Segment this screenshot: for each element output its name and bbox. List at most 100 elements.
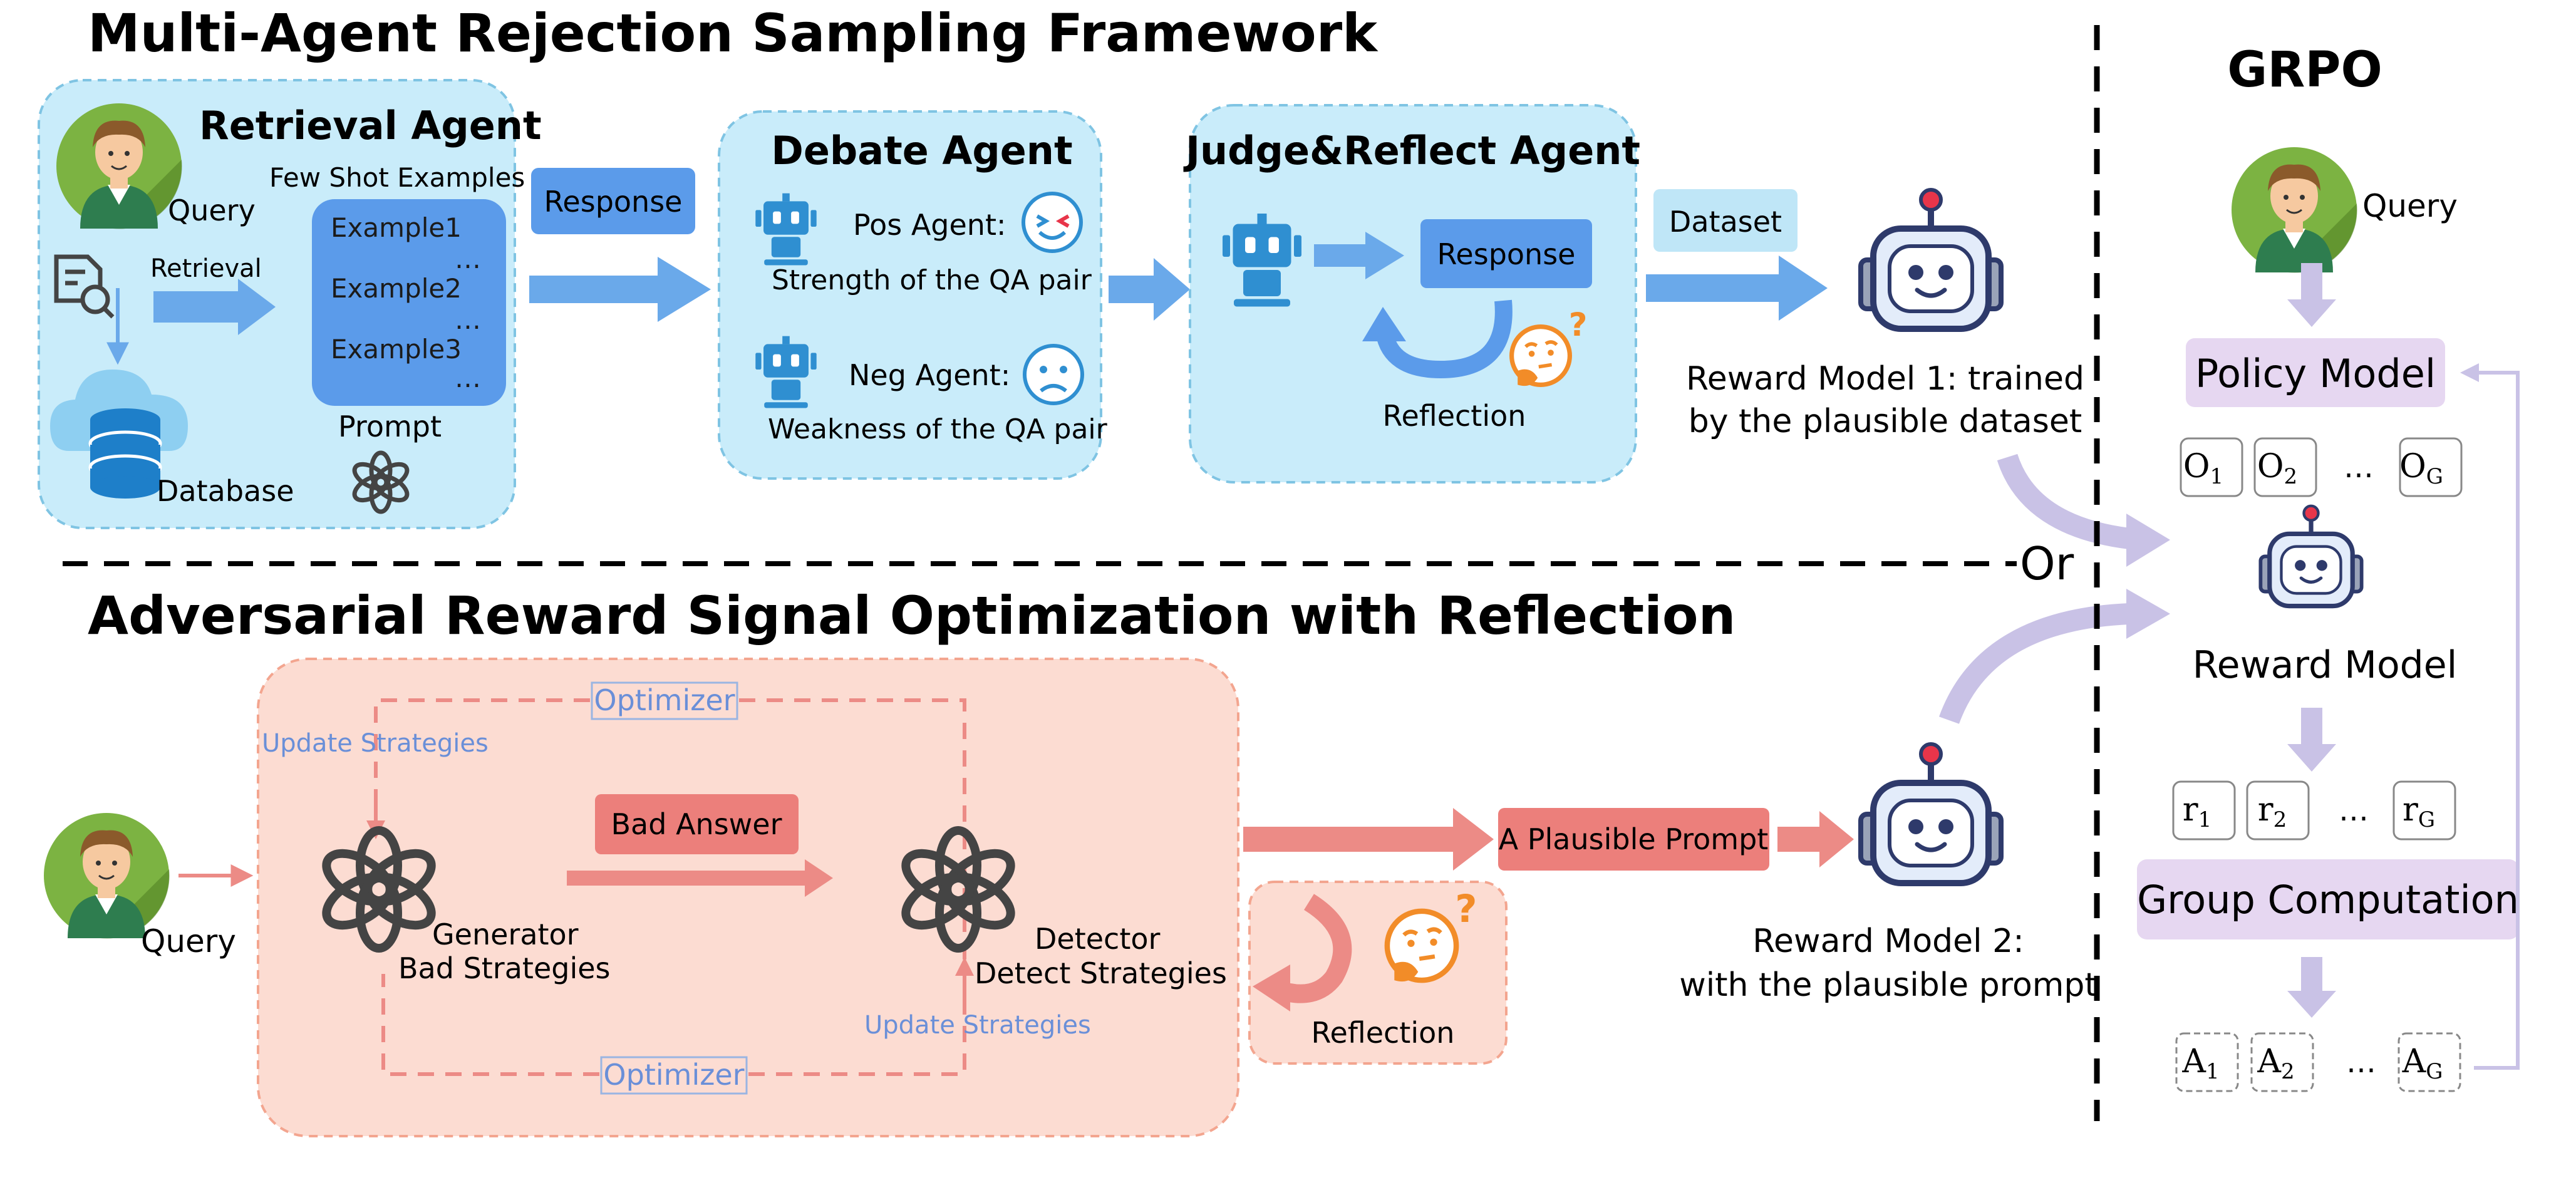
adversarial-query-avatar — [43, 812, 171, 940]
detector-line1: Detector — [1035, 922, 1161, 956]
reward-dots: … — [2339, 793, 2369, 828]
adversarial-panel — [257, 658, 1239, 1137]
prompt-label: Prompt — [338, 410, 442, 443]
or-label: Or — [2020, 537, 2074, 590]
policy-model-box — [2186, 338, 2445, 407]
outputs-row: O1 O2 … OG — [2180, 437, 2463, 497]
reward-r2-label: r2 — [2258, 791, 2287, 832]
reward-r2-base: r — [2258, 791, 2273, 829]
retrieval-label: Retrieval — [150, 254, 262, 283]
reward1-to-grpo-head — [2126, 514, 2170, 567]
reward-model-1-line1: Reward Model 1: trained — [1686, 360, 2084, 398]
generator-line1: Generator — [432, 918, 579, 951]
grpo-query-label: Query — [2362, 188, 2458, 224]
group-computation-box — [2137, 859, 2519, 939]
query-to-policy-arrow — [2287, 263, 2336, 327]
grpo-query-avatar — [2230, 146, 2359, 274]
optimizer-bottom-box — [600, 1056, 748, 1095]
advantage-a1 — [2175, 1032, 2239, 1092]
rewards-row: r1 r2 … rG — [2172, 780, 2456, 841]
reflection-curve-arrow — [1375, 299, 1513, 379]
grpo-reward-model-robot-icon — [2260, 506, 2361, 606]
output-o2-sub: 2 — [2284, 464, 2298, 489]
output-o2-label: O2 — [2257, 448, 2297, 489]
update-strategies-right: Update Strategies — [864, 1011, 1091, 1040]
reward-r2 — [2246, 780, 2310, 841]
output-og-sub: G — [2426, 464, 2443, 489]
advantage-dots: … — [2346, 1045, 2376, 1080]
response-arrow — [529, 257, 711, 322]
pos-agent-label: Pos Agent: — [853, 208, 1006, 242]
grpo-reward-model-label: Reward Model — [2193, 643, 2458, 687]
advantage-a2-sub: 2 — [2281, 1059, 2295, 1084]
reward-model-2-line2: with the plausible prompt — [1679, 966, 2098, 1004]
judge-reflect-panel — [1189, 104, 1637, 484]
advantage-ag-base: A — [2402, 1043, 2427, 1080]
example-1-dots: … — [455, 244, 481, 274]
response-tag-label: Response — [544, 185, 683, 219]
optimizer-top-label: Optimizer — [594, 683, 735, 717]
reward-rg — [2392, 780, 2456, 841]
advantage-a1-label: A1 — [2181, 1043, 2219, 1084]
response-tag — [531, 168, 695, 234]
example-2: Example2 — [331, 273, 462, 304]
reward-r2-sub: 2 — [2273, 807, 2287, 832]
output-og-base: O — [2399, 448, 2426, 485]
judge-inner-arrow — [1314, 232, 1404, 279]
group-computation-label: Group Computation — [2137, 877, 2519, 923]
retrieval-query-label: Query — [168, 194, 256, 227]
pos-agent-desc: Strength of the QA pair — [772, 264, 1092, 296]
advantage-a2 — [2250, 1032, 2314, 1092]
debate-agent-panel — [718, 110, 1102, 480]
reward-r1-label: r1 — [2183, 791, 2212, 832]
adversarial-query-label: Query — [141, 923, 236, 960]
dataset-label: Dataset — [1669, 205, 1782, 239]
document-search-icon — [54, 254, 115, 319]
adversarial-reflection-curve — [1275, 894, 1352, 1003]
output-og-label: OG — [2399, 448, 2443, 489]
to-plausible-prompt-arrow — [1243, 808, 1494, 871]
judge-response-label: Response — [1437, 237, 1576, 271]
generator-line2: Bad Strategies — [398, 951, 611, 985]
optimizer-bottom-label: Optimizer — [603, 1058, 744, 1092]
dataset-arrow — [1646, 256, 1828, 321]
judge-reflect-title: Judge&Reflect Agent — [1183, 128, 1640, 173]
bad-answer-label: Bad Answer — [611, 807, 782, 841]
plausible-prompt-label: A Plausible Prompt — [1499, 822, 1769, 856]
database-label: Database — [157, 474, 294, 508]
update-strategies-left: Update Strategies — [262, 729, 489, 758]
smiling-face-icon — [1022, 192, 1083, 253]
plausible-to-reward-arrow — [1777, 811, 1854, 867]
reward-model-2-robot-icon — [1861, 744, 2001, 883]
judge-reflection-label: Reflection — [1383, 399, 1526, 433]
neg-agent-desc: Weakness of the QA pair — [768, 413, 1108, 445]
reward2-to-grpo-head — [2126, 589, 2170, 639]
output-o2-base: O — [2257, 448, 2284, 485]
reward-r1 — [2172, 780, 2236, 841]
database-icon — [50, 370, 188, 499]
reward-model-1-robot-icon — [1861, 190, 2001, 329]
reward-rg-base: r — [2403, 791, 2418, 829]
reward-rg-sub: G — [2418, 807, 2435, 832]
plausible-prompt-box — [1498, 808, 1769, 871]
debate-to-judge-arrow — [1109, 258, 1190, 321]
reward1-to-grpo-arrow — [1997, 453, 2131, 549]
example-1: Example1 — [331, 212, 462, 243]
retrieval-query-avatar — [55, 102, 184, 230]
output-dots: … — [2344, 450, 2374, 485]
reflection-curve-head — [1362, 307, 1406, 341]
output-o1-base: O — [2183, 448, 2210, 485]
advantage-a1-sub: 1 — [2206, 1059, 2220, 1084]
reward-r1-sub: 1 — [2198, 807, 2212, 832]
adversarial-reflection-head — [1253, 965, 1290, 1011]
example-3-dots: … — [455, 363, 481, 393]
judge-response-box — [1420, 219, 1592, 288]
bad-answer-arrow — [567, 859, 833, 897]
example-2-dots: … — [455, 304, 481, 335]
prompt-examples-box — [312, 199, 506, 406]
reward-model-2-line1: Reward Model 2: — [1752, 923, 2024, 960]
debate-agent-title: Debate Agent — [771, 128, 1072, 173]
advantage-a1-base: A — [2181, 1043, 2206, 1080]
retrieval-right-arrow — [153, 279, 276, 335]
